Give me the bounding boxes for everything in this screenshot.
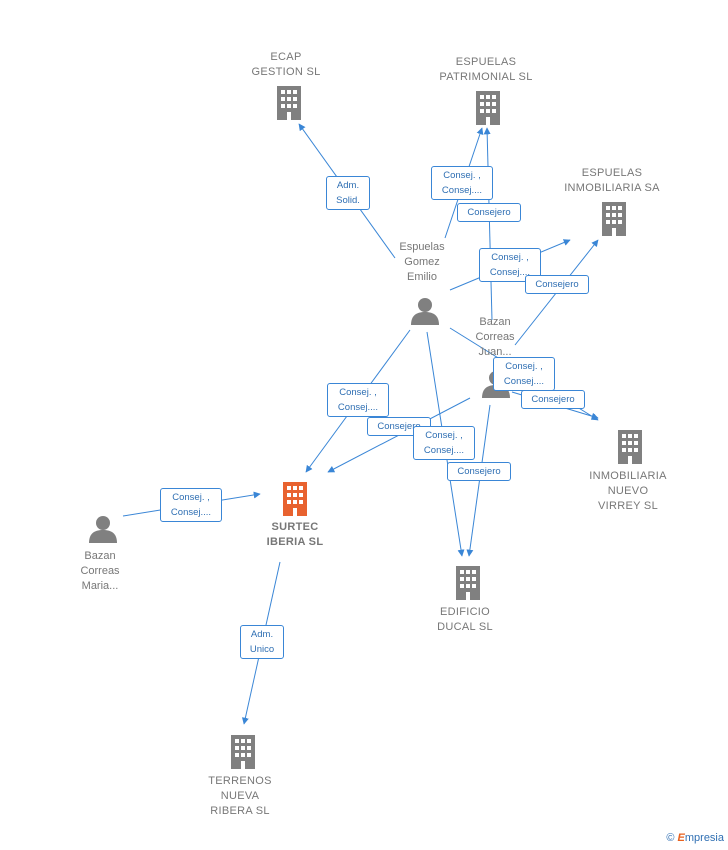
edge-juan-patrimonial [483, 127, 493, 321]
edges [122, 123, 599, 725]
edge-label-consej-surtec-maria[interactable]: Consej. , Consej.... [160, 488, 222, 522]
node-label-bazan-correas-juan[interactable]: Bazan Correas Juan... [475, 316, 515, 358]
node-label-terrenos-nueva-ribera[interactable]: TERRENOS NUEVA RIBERA SL [208, 775, 272, 817]
brand-initial: E [677, 832, 685, 844]
edge-label-consej-nuevo-juan[interactable]: Consej. , Consej.... [493, 357, 555, 391]
node-label-bazan-correas-maria[interactable]: Bazan Correas Maria... [80, 550, 120, 592]
building-icon[interactable] [231, 735, 255, 769]
node-label-ecap-gestion[interactable]: ECAP GESTION SL [251, 51, 321, 78]
copyright-symbol: © [666, 832, 675, 844]
building-icon[interactable] [602, 202, 626, 236]
edge-label-adm-solid[interactable]: Adm. Solid. [326, 176, 370, 210]
building-icon[interactable] [618, 430, 642, 464]
edge-label-consej-surtec-emilio[interactable]: Consej. , Consej.... [327, 383, 389, 417]
node-label-edificio-ducal[interactable]: EDIFICIO DUCAL SL [437, 606, 493, 633]
building-icon[interactable] [277, 86, 301, 120]
brand-logo: © Empresia [666, 832, 724, 844]
node-label-espuelas-patrimonial[interactable]: ESPUELAS PATRIMONIAL SL [439, 56, 533, 83]
building-icon[interactable] [283, 482, 307, 516]
edge-label-consejero-ducal-juan[interactable]: Consejero [447, 462, 511, 481]
node-label-surtec-iberia[interactable]: SURTEC IBERIA SL [266, 521, 324, 548]
node-label-espuelas-inmobiliaria[interactable]: ESPUELAS INMOBILIARIA SA [564, 167, 660, 194]
person-icon[interactable] [411, 298, 439, 325]
node-label-espuelas-gomez-emilio[interactable]: Espuelas Gomez Emilio [399, 241, 445, 283]
building-icon[interactable] [456, 566, 480, 600]
edge-label-consejero-patrimonial[interactable]: Consejero [457, 203, 521, 222]
brand-name: mpresia [684, 832, 724, 844]
edge-label-consejero-nuevo-juan[interactable]: Consejero [521, 390, 585, 409]
edge-label-consej-patrimonial[interactable]: Consej. , Consej.... [431, 166, 493, 200]
building-icon[interactable] [476, 91, 500, 125]
person-icon[interactable] [89, 516, 117, 543]
edge-label-adm-unico[interactable]: Adm. Unico [240, 625, 284, 659]
node-label-inmobiliaria-nuevo-virrey[interactable]: INMOBILIARIA NUEVO VIRREY SL [589, 470, 667, 512]
edge-label-consejero-inmobiliaria[interactable]: Consejero [525, 275, 589, 294]
edge-label-consej-ducal-emilio[interactable]: Consej. , Consej.... [413, 426, 475, 460]
